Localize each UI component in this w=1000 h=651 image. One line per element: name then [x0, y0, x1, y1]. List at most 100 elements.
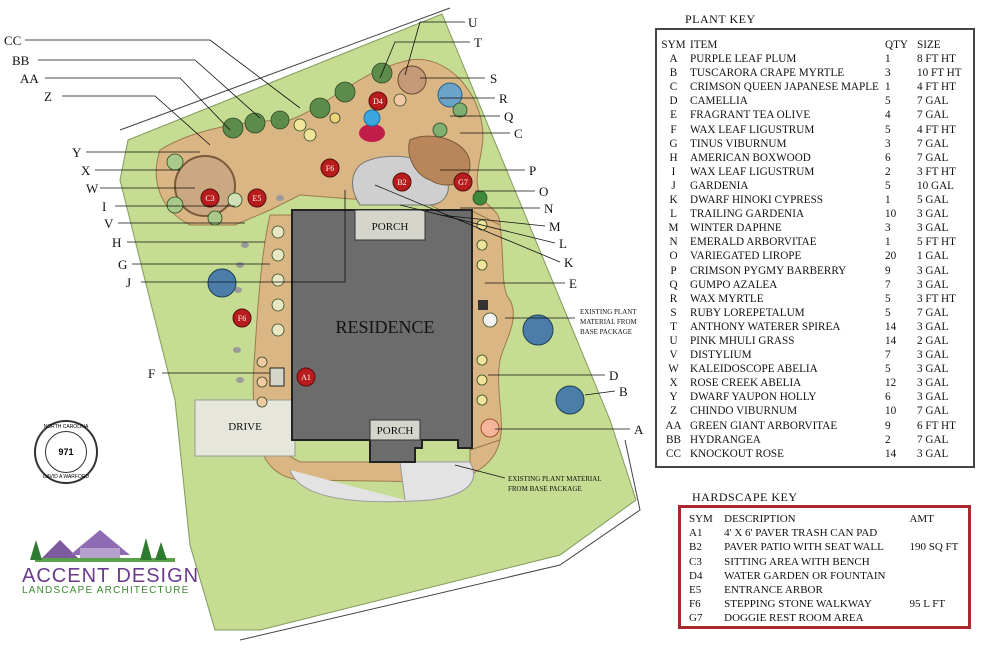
plant-size: 7 GAL	[917, 137, 949, 150]
plant-size: 7 GAL	[917, 109, 949, 122]
plant-item: WAX LEAF LIGUSTRUM	[690, 165, 815, 178]
callout-aa: AA	[20, 71, 39, 86]
plant-qty: 3	[885, 222, 891, 235]
callout-v: V	[104, 216, 114, 231]
drive-label: DRIVE	[228, 421, 262, 433]
plant-size: 1 GAL	[917, 250, 949, 263]
hardscape-sym: A1	[689, 527, 703, 540]
callout-leaders	[25, 21, 630, 430]
plant-size: 10 FT HT	[917, 67, 962, 80]
hardscape-amt	[909, 526, 968, 540]
plant-qty: 10	[885, 405, 897, 418]
plant-sym: W	[668, 363, 679, 376]
seal-inner-ring	[45, 431, 87, 473]
header-amt: AMT	[909, 513, 934, 525]
plant-qty: 4	[885, 109, 891, 122]
hardscape-sym: B2	[689, 541, 702, 554]
plant-sym: N	[669, 236, 678, 249]
plant-key-title: PLANT KEY	[685, 12, 756, 26]
hardscape-key-rows: A1 4' X 6' PAVER TRASH CAN PAD B2 PAVER PAT…	[681, 526, 968, 625]
hardscape-sym: C3	[689, 555, 702, 568]
plant-qty: 5	[885, 179, 891, 192]
plant-sym: E	[670, 109, 677, 122]
logo-tagline: LANDSCAPE ARCHITECTURE	[22, 585, 190, 596]
plant-sym: AA	[665, 419, 682, 432]
plant-size: 3 GAL	[917, 363, 949, 376]
plant-size: 7 GAL	[917, 95, 949, 108]
hardscape-description: PAVER PATIO WITH SEAT WALL	[724, 541, 884, 554]
plant-qty: 14	[885, 320, 897, 333]
plant-sym: D	[669, 95, 678, 108]
plant-sym: A	[669, 53, 678, 66]
plant-size: 3 FT HT	[917, 165, 956, 178]
water-garden	[359, 124, 385, 142]
plant-item: DWARF HINOKI CYPRESS	[690, 194, 824, 207]
plant-sym: R	[669, 292, 678, 305]
plant-qty: 12	[885, 377, 897, 390]
trash-pad	[269, 367, 285, 387]
marker-d4	[368, 91, 388, 111]
fountain-icon	[363, 109, 381, 127]
header-sym: SYM	[661, 39, 686, 51]
plant-item: DISTYLIUM	[690, 349, 752, 362]
callout-o: O	[539, 184, 548, 199]
plant-item: DWARF YAUPON HOLLY	[690, 391, 817, 404]
hardscape-description: 4' X 6' PAVER TRASH CAN PAD	[724, 527, 878, 540]
existing-note-right-2: MATERIAL FROM	[580, 318, 637, 326]
plant-size: 7 GAL	[917, 433, 949, 446]
plant-size: 2 GAL	[917, 334, 949, 347]
marker-c3-label: C3	[205, 194, 214, 203]
header-description: DESCRIPTION	[724, 513, 796, 525]
marker-e5	[247, 188, 267, 208]
plant-size: 4 FT HT	[917, 123, 956, 136]
marker-b2-label: B2	[397, 178, 406, 187]
logo-house-icon	[30, 530, 175, 562]
property-line	[119, 7, 641, 641]
plant-item: WAX LEAF LIGUSTRUM	[690, 123, 815, 136]
marker-g7	[453, 172, 473, 192]
plant-item: PURPLE LEAF PLUM	[690, 53, 797, 66]
plant-item: FRAGRANT TEA OLIVE	[690, 109, 811, 122]
plant-size: 6 FT HT	[917, 419, 956, 432]
marker-f6-west-label: F6	[238, 314, 246, 323]
header-size: SIZE	[917, 39, 941, 51]
plant-size: 5 FT HT	[917, 236, 956, 249]
hardscape-sym: G7	[689, 612, 703, 625]
callout-s: S	[490, 71, 497, 86]
plant-item: WINTER DAPHNE	[690, 222, 782, 235]
plant-sym: Z	[670, 405, 677, 418]
marker-f6-north-label: F6	[326, 164, 334, 173]
marker-a1-label: A1	[301, 373, 311, 382]
plant-qty: 5	[885, 123, 891, 136]
hardscape-amt	[909, 555, 968, 569]
hardscape-description: STEPPING STONE WALKWAY	[724, 598, 872, 611]
arborvitae-marker	[478, 300, 488, 310]
callout-c: C	[514, 126, 523, 141]
plant-qty: 14	[885, 334, 897, 347]
plant-item: TRAILING GARDENIA	[690, 208, 805, 221]
plant-qty: 5	[885, 363, 891, 376]
plant-item: WAX MYRTLE	[690, 292, 764, 305]
plant-qty: 2	[885, 165, 891, 178]
plant-qty: 9	[885, 264, 891, 277]
callout-a: A	[634, 422, 644, 437]
plant-sym: Y	[669, 391, 678, 404]
plant-sym: I	[671, 165, 676, 178]
plant-qty: 3	[885, 67, 891, 80]
seal-bottom-text: DAVID A WARFORD	[42, 474, 90, 480]
plant-size: 10 GAL	[917, 179, 954, 192]
